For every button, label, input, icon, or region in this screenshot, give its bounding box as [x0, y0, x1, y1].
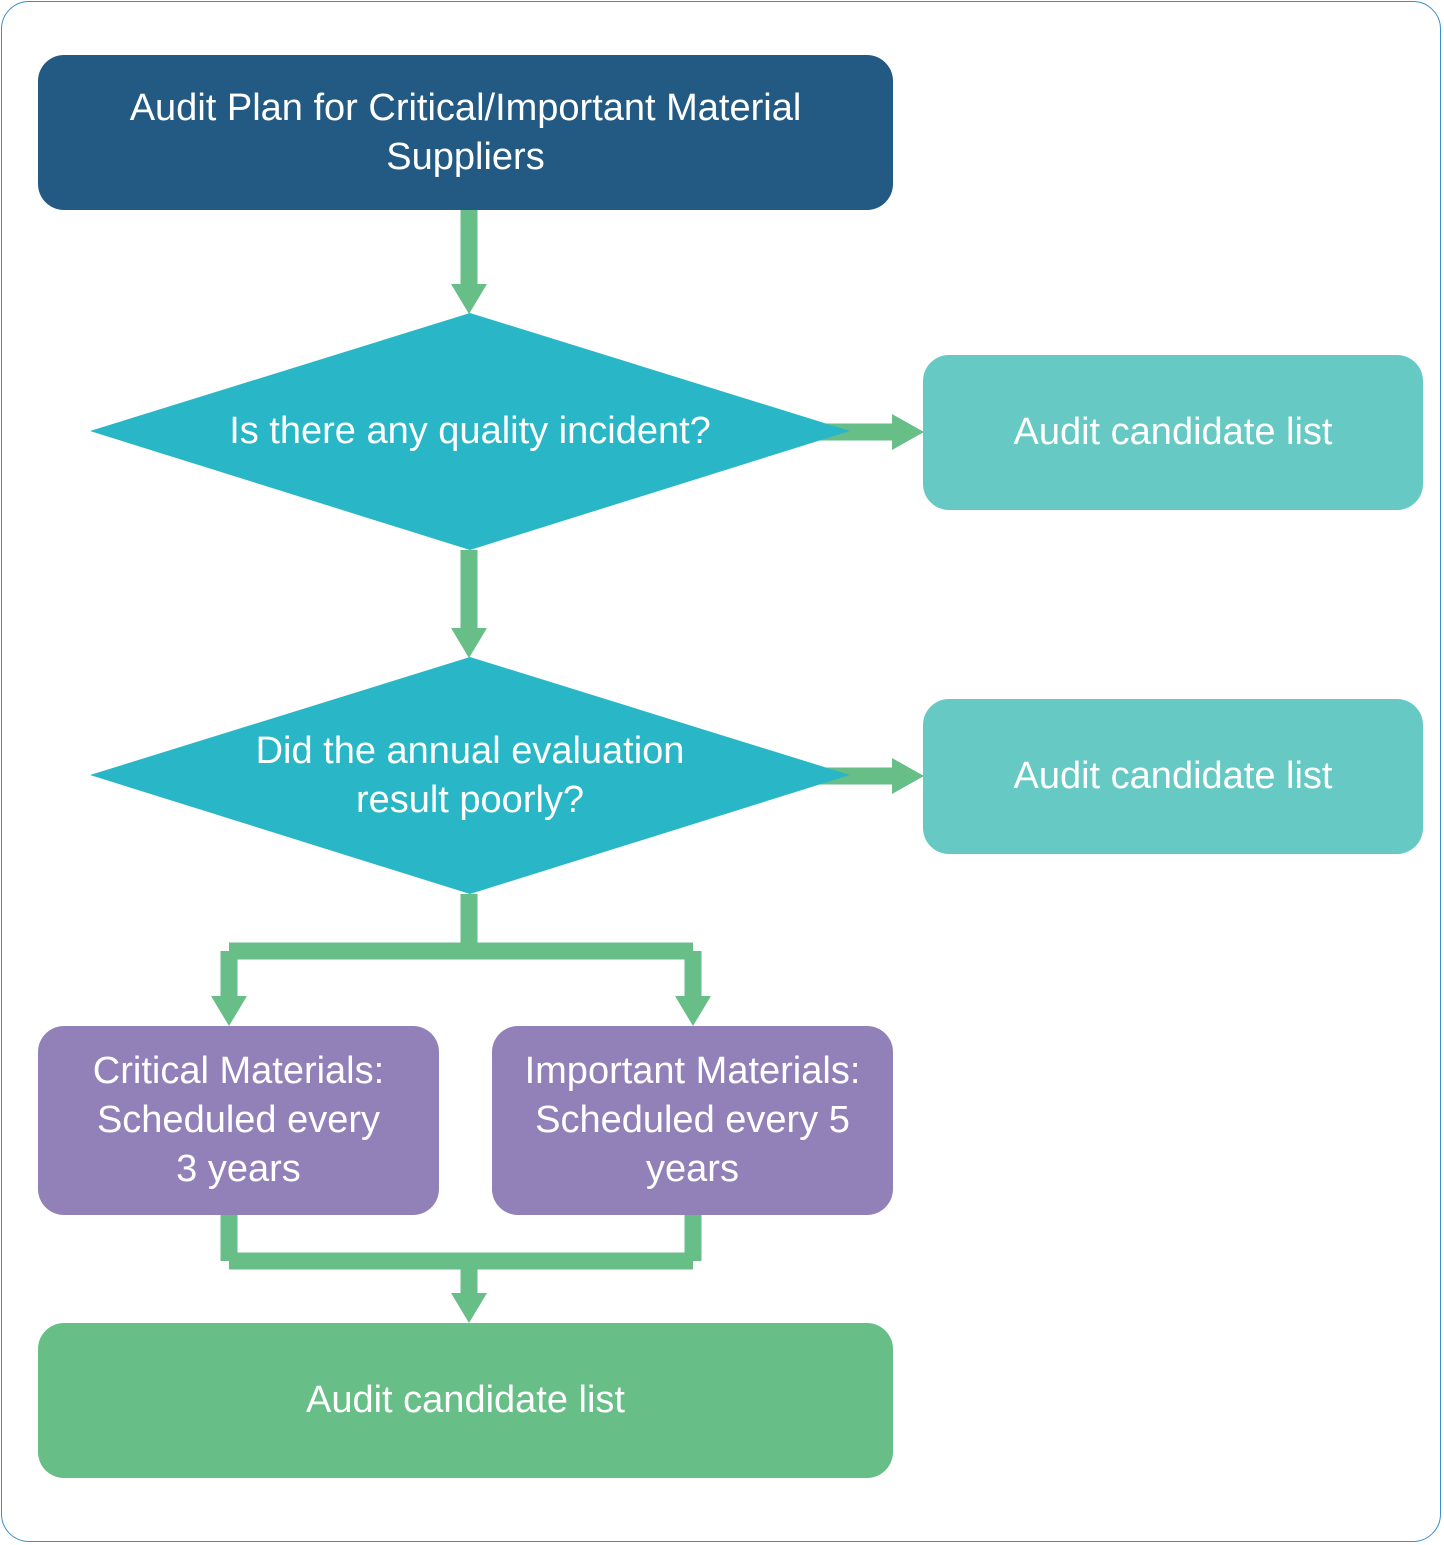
arrowhead-to-critical: [211, 996, 247, 1026]
final-audit-candidate-list: Audit candidate list: [38, 1323, 893, 1478]
arrowhead-to-important: [675, 996, 711, 1026]
audit-candidate-list-incident-label: Audit candidate list: [1013, 411, 1333, 453]
arrowhead-to-decision1: [451, 284, 487, 314]
start-box-label: Audit Plan for Critical/Important Materi…: [129, 86, 802, 178]
audit-candidate-list-incident: Audit candidate list: [923, 355, 1423, 510]
audit-candidate-list-evaluation-label: Audit candidate list: [1013, 755, 1333, 797]
decision-annual-evaluation-label: Did the annual evaluation result poorly?: [255, 729, 685, 821]
arrowhead-to-final: [451, 1293, 487, 1323]
connector-merge-to-final: [220, 1215, 702, 1297]
arrowhead-to-result1: [892, 414, 924, 450]
important-materials-label: Important Materials: Scheduled every 5 y…: [524, 1050, 861, 1190]
start-box: Audit Plan for Critical/Important Materi…: [38, 55, 893, 210]
connector-decision2-split: [220, 894, 702, 1001]
arrowhead-to-decision2: [451, 628, 487, 658]
arrowhead-to-result2: [892, 758, 924, 794]
critical-materials-label: Critical Materials: Scheduled every 3 ye…: [92, 1050, 385, 1190]
decision-quality-incident: Is there any quality incident?: [90, 313, 850, 550]
decision-quality-incident-label: Is there any quality incident?: [229, 410, 711, 452]
audit-candidate-list-evaluation: Audit candidate list: [923, 699, 1423, 854]
decision-annual-evaluation-shape: [90, 657, 850, 894]
important-materials-box: Important Materials: Scheduled every 5 y…: [492, 1026, 893, 1215]
decision-annual-evaluation: Did the annual evaluation result poorly?: [90, 657, 850, 894]
critical-materials-box: Critical Materials: Scheduled every 3 ye…: [38, 1026, 439, 1215]
decision-quality-incident-shape: [90, 313, 850, 550]
final-audit-candidate-list-label: Audit candidate list: [306, 1379, 625, 1421]
